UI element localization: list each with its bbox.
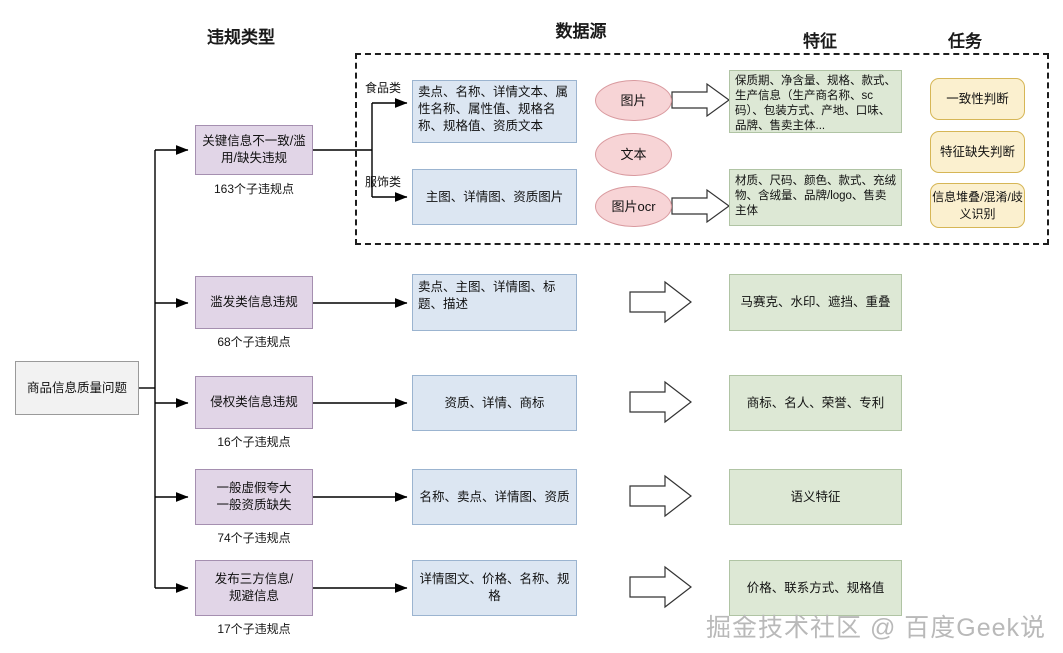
column-header-task: 任务 (948, 32, 982, 51)
feature-node-2[interactable]: 材质、尺码、颜色、款式、充绒物、含绒量、品牌/logo、售卖主体 (729, 169, 902, 226)
column-header-feature: 特征 (803, 32, 837, 51)
task-node-info-overlap-label: 信息堆叠/混淆/歧 义识别 (932, 190, 1023, 221)
feature-node-3[interactable]: 马赛克、水印、遮挡、重叠 (729, 274, 902, 331)
violation-node-5[interactable]: 发布三方信息/ 规避信息 (195, 560, 313, 616)
task-node-missing-feature-label: 特征缺失判断 (939, 144, 1015, 159)
source-node-2[interactable]: 主图、详情图、资质图片 (412, 169, 577, 225)
violation-node-2-label: 滥发类信息违规 (210, 295, 298, 310)
modality-ellipse-text-label: 文本 (620, 146, 647, 162)
task-node-consistency-label: 一致性判断 (946, 91, 1009, 106)
source-node-4[interactable]: 资质、详情、商标 (412, 375, 577, 431)
modality-ellipse-image-ocr-label: 图片ocr (611, 198, 656, 214)
feature-node-2-label: 材质、尺码、颜色、款式、充绒物、含绒量、品牌/logo、售卖主体 (735, 175, 896, 217)
feature-node-5-label: 语义特征 (790, 489, 841, 504)
task-node-info-overlap[interactable]: 信息堆叠/混淆/歧 义识别 (930, 183, 1025, 228)
feature-node-6[interactable]: 价格、联系方式、规格值 (729, 560, 902, 616)
task-node-missing-feature[interactable]: 特征缺失判断 (930, 131, 1025, 173)
source-node-1-label: 卖点、名称、详情文本、属性名称、属性值、规格名称、规格值、资质文本 (418, 85, 569, 133)
modality-ellipse-text[interactable]: 文本 (595, 133, 672, 176)
watermark: 掘金技术社区 @ 百度Geek说 (706, 614, 1047, 642)
violation-node-1[interactable]: 关键信息不一致/滥 用/缺失违规 (195, 125, 313, 175)
violation-node-2-count: 68个子违规点 (217, 335, 291, 349)
feature-node-1[interactable]: 保质期、净含量、规格、款式、生产信息（生产商名称、sc码）、包装方式、产地、口味… (729, 70, 902, 133)
branch-label-food: 食品类 (365, 81, 402, 95)
task-node-consistency[interactable]: 一致性判断 (930, 78, 1025, 120)
feature-node-5[interactable]: 语义特征 (729, 469, 902, 525)
violation-node-1-label: 关键信息不一致/滥 用/缺失违规 (202, 134, 306, 165)
feature-node-4[interactable]: 商标、名人、荣誉、专利 (729, 375, 902, 431)
violation-node-5-count: 17个子违规点 (217, 622, 291, 636)
feature-node-6-label: 价格、联系方式、规格值 (746, 580, 885, 595)
feature-node-4-label: 商标、名人、荣誉、专利 (746, 395, 885, 410)
source-node-5-label: 名称、卖点、详情图、资质 (419, 489, 570, 504)
column-header-violation-type: 违规类型 (207, 28, 275, 47)
source-node-4-label: 资质、详情、商标 (444, 395, 545, 410)
violation-node-4[interactable]: 一般虚假夸大 一般资质缺失 (195, 469, 313, 525)
modality-ellipse-image-label: 图片 (620, 92, 647, 108)
violation-node-5-label: 发布三方信息/ 规避信息 (214, 572, 294, 603)
violation-node-3-count: 16个子违规点 (217, 435, 291, 449)
violation-node-2[interactable]: 滥发类信息违规 (195, 276, 313, 329)
root-node[interactable]: 商品信息质量问题 (15, 361, 139, 415)
root-node-label: 商品信息质量问题 (26, 380, 127, 395)
modality-ellipse-image-ocr[interactable]: 图片ocr (595, 186, 672, 227)
source-node-1[interactable]: 卖点、名称、详情文本、属性名称、属性值、规格名称、规格值、资质文本 (412, 80, 577, 143)
violation-node-4-label: 一般虚假夸大 一般资质缺失 (216, 481, 292, 512)
violation-node-1-count: 163个子违规点 (213, 182, 295, 196)
source-node-6[interactable]: 详情图文、价格、名称、规格 (412, 560, 577, 616)
violation-node-4-count: 74个子违规点 (217, 531, 291, 545)
branch-label-apparel: 服饰类 (365, 175, 402, 189)
source-node-3[interactable]: 卖点、主图、详情图、标题、描述 (412, 274, 577, 331)
source-node-5[interactable]: 名称、卖点、详情图、资质 (412, 469, 577, 525)
source-node-6-label: 详情图文、价格、名称、规格 (419, 572, 570, 603)
dashed-group-region (355, 53, 1049, 245)
source-node-2-label: 主图、详情图、资质图片 (425, 189, 564, 204)
source-node-3-label: 卖点、主图、详情图、标题、描述 (418, 280, 556, 311)
violation-node-3[interactable]: 侵权类信息违规 (195, 376, 313, 429)
column-header-data-source: 数据源 (555, 22, 607, 41)
modality-ellipse-image[interactable]: 图片 (595, 80, 672, 121)
feature-node-3-label: 马赛克、水印、遮挡、重叠 (740, 295, 891, 310)
feature-node-1-label: 保质期、净含量、规格、款式、生产信息（生产商名称、sc码）、包装方式、产地、口味… (735, 75, 896, 132)
violation-node-3-label: 侵权类信息违规 (210, 395, 298, 410)
